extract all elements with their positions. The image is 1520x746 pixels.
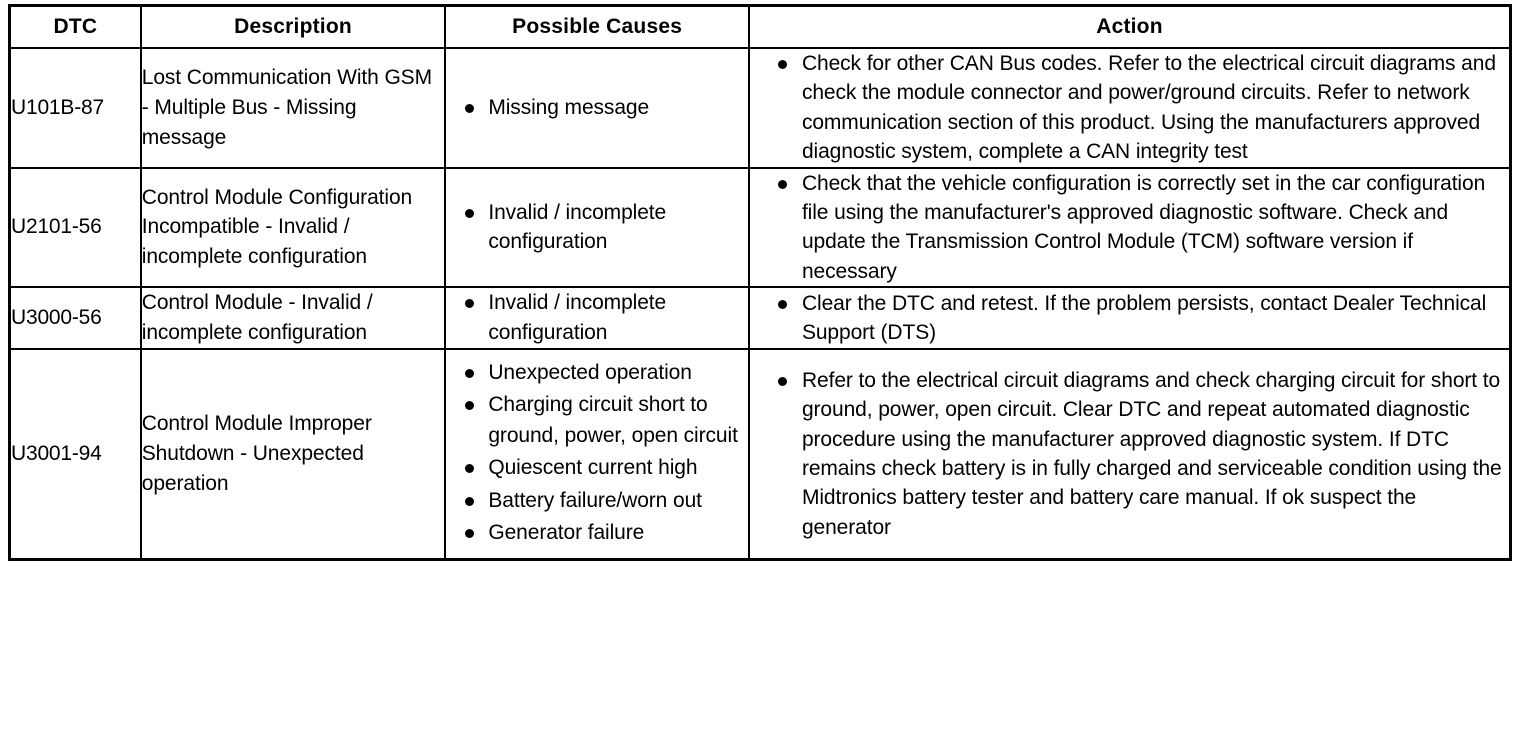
- dtc-description: Lost Communication With GSM - Multiple B…: [139, 47, 447, 169]
- possible-causes-cell: Unexpected operation Charging circuit sh…: [444, 347, 750, 561]
- dtc-diagnostic-table: DTC Description Possible Causes Action U…: [8, 4, 1512, 562]
- column-header-possible-causes: Possible Causes: [444, 4, 750, 49]
- table-body: U101B-87 Lost Communication With GSM - M…: [8, 47, 1512, 561]
- list-item: Clear the DTC and retest. If the problem…: [750, 289, 1509, 348]
- dtc-code: U101B-87: [8, 47, 142, 169]
- dtc-description: Control Module Improper Shutdown - Unexp…: [139, 347, 447, 561]
- table-header: DTC Description Possible Causes Action: [8, 4, 1512, 49]
- column-header-description: Description: [139, 4, 447, 49]
- action-cell: Clear the DTC and retest. If the problem…: [747, 286, 1512, 350]
- possible-causes-list: Unexpected operation Charging circuit sh…: [446, 358, 748, 549]
- table-row: U2101-56 Control Module Configuration In…: [8, 166, 1512, 289]
- dtc-code: U3001-94: [8, 347, 142, 561]
- possible-causes-cell: Missing message: [444, 47, 750, 169]
- list-item: Invalid / incomplete configuration: [446, 288, 748, 348]
- possible-causes-cell: Invalid / incomplete configuration: [444, 166, 750, 289]
- action-list: Refer to the electrical circuit diagrams…: [750, 366, 1509, 542]
- action-cell: Check for other CAN Bus codes. Refer to …: [747, 47, 1512, 169]
- possible-causes-cell: Invalid / incomplete configuration: [444, 286, 750, 350]
- action-cell: Check that the vehicle configuration is …: [747, 166, 1512, 289]
- action-list: Clear the DTC and retest. If the problem…: [750, 289, 1509, 348]
- list-item: Battery failure/worn out: [446, 486, 748, 516]
- list-item: Charging circuit short to ground, power,…: [446, 390, 748, 451]
- list-item: Generator failure: [446, 518, 748, 548]
- dtc-description: Control Module Configuration Incompatibl…: [139, 166, 447, 289]
- dtc-description: Control Module - Invalid / incomplete co…: [139, 286, 447, 350]
- dtc-code: U3000-56: [8, 286, 142, 350]
- list-item: Quiescent current high: [446, 453, 748, 483]
- possible-causes-list: Missing message: [446, 93, 748, 123]
- list-item: Check for other CAN Bus codes. Refer to …: [750, 49, 1509, 167]
- possible-causes-list: Invalid / incomplete configuration: [446, 288, 748, 348]
- action-cell: Refer to the electrical circuit diagrams…: [747, 347, 1512, 561]
- dtc-code: U2101-56: [8, 166, 142, 289]
- list-item: Refer to the electrical circuit diagrams…: [750, 366, 1509, 542]
- table-row: U3000-56 Control Module - Invalid / inco…: [8, 286, 1512, 350]
- column-header-action: Action: [747, 4, 1512, 49]
- action-list: Check that the vehicle configuration is …: [750, 169, 1509, 287]
- column-header-dtc: DTC: [8, 4, 142, 49]
- table-row: U101B-87 Lost Communication With GSM - M…: [8, 47, 1512, 169]
- header-row: DTC Description Possible Causes Action: [8, 4, 1512, 49]
- list-item: Missing message: [446, 93, 748, 123]
- possible-causes-list: Invalid / incomplete configuration: [446, 198, 748, 258]
- list-item: Unexpected operation: [446, 358, 748, 388]
- list-item: Check that the vehicle configuration is …: [750, 169, 1509, 287]
- table-row: U3001-94 Control Module Improper Shutdow…: [8, 347, 1512, 561]
- list-item: Invalid / incomplete configuration: [446, 198, 748, 258]
- action-list: Check for other CAN Bus codes. Refer to …: [750, 49, 1509, 167]
